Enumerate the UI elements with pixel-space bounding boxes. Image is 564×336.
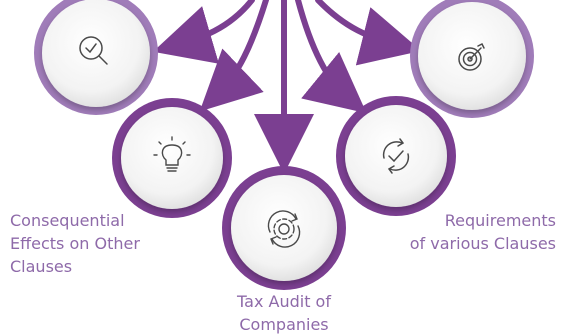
label-requirements: Requirements of various Clauses	[392, 209, 556, 255]
label-consequential-effects: Consequential Effects on Other Clauses	[10, 209, 140, 278]
label-line: Requirements	[444, 211, 556, 230]
node-bulb	[112, 98, 232, 218]
arrow-to-target	[315, 0, 422, 66]
gear-cycle-icon	[267, 210, 301, 248]
target-arrow-icon	[458, 42, 485, 71]
lightbulb-icon	[153, 136, 191, 172]
node-gear	[222, 166, 346, 290]
label-line: Companies	[239, 315, 329, 334]
node-search	[34, 0, 158, 115]
node-target	[410, 0, 534, 118]
connector-arrows	[152, 0, 422, 174]
arrow-to-refresh	[295, 0, 367, 114]
refresh-check-icon	[382, 138, 410, 174]
label-line: Consequential	[10, 211, 125, 230]
node-refresh	[336, 96, 456, 216]
arrow-to-bulb	[199, 0, 269, 112]
arrow-to-search	[152, 0, 255, 64]
label-line: of various Clauses	[409, 234, 556, 253]
label-tax-audit: Tax Audit of Companies	[200, 290, 368, 336]
label-line: Tax Audit of	[237, 292, 331, 311]
label-line: Clauses	[10, 257, 73, 276]
magnifier-check-icon	[79, 36, 108, 65]
label-line: Effects on Other	[10, 234, 140, 253]
